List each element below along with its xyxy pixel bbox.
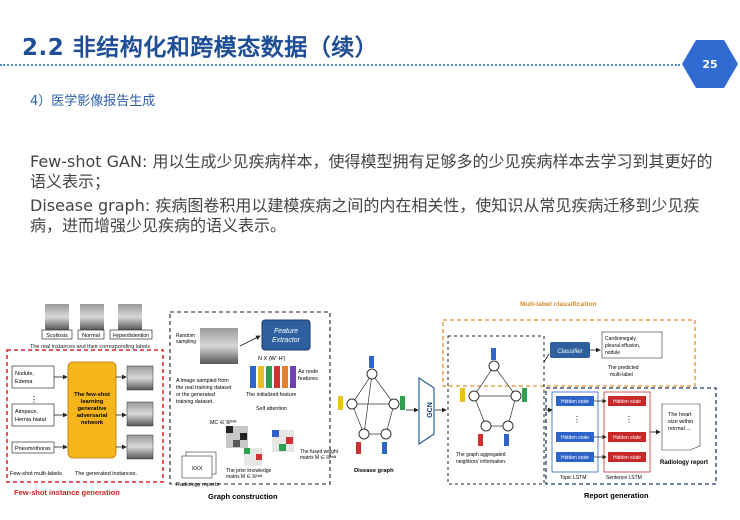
sentence-lstm-label: Sentence LSTM [606, 475, 642, 481]
classes-2: pleural effusion, [605, 343, 640, 349]
label-box-nodule-line2: Edema [15, 379, 33, 385]
gan-text-3: generative [78, 406, 108, 412]
hidden-state-sentence-3-text: Hidden state [613, 455, 641, 461]
feature-extractor-1: Feature [274, 328, 298, 335]
radiology-reports-label: Radiology reports [176, 482, 219, 488]
hidden-state-topic-2-text: Hidden state [561, 435, 589, 441]
section-label-multilabel: Muti-label classification [520, 301, 597, 308]
gcn-label: GCN [427, 402, 434, 418]
hidden-state-topic-3-text: Hidden state [561, 455, 589, 461]
random-sampling-2: sampling [176, 339, 196, 345]
hidden-state-sentence-2-text: Hidden state [613, 435, 641, 441]
mc-label: MC ∈ ℝᴺˣᴺ [210, 420, 237, 426]
slide-title: 2.2 非结构化和跨模态数据（续） [22, 28, 378, 62]
report-text-2: size within [668, 419, 693, 425]
radiology-reports-stack [182, 452, 216, 478]
sampled-image-2: the real training dataset [176, 385, 232, 391]
label-box-airspace-line1: Airspace, [15, 409, 38, 415]
matrix-mc [226, 426, 248, 448]
as-node-features-1: As node [298, 369, 318, 375]
xray-thumbnail [45, 304, 142, 330]
classes-1: Cardiomegaly, [605, 336, 637, 342]
report-text-3: normal ... [668, 426, 691, 432]
as-node-features-2: features [298, 376, 318, 382]
topic-lstm-label: Topic LSTM [560, 475, 586, 481]
aggregated-2: neighbors' information. [456, 459, 506, 465]
gan-text-4: adversarial [77, 413, 108, 419]
sampled-xray [200, 328, 238, 364]
sentence-ellipsis: ⋮ [625, 415, 633, 424]
generated-instances-caption: The generated instances. [75, 471, 138, 477]
title-divider [0, 64, 680, 66]
paragraph-few-shot-gan: Few-shot GAN: 用以生成少见疾病样本，使得模型拥有足够多的少见疾病样… [30, 152, 720, 192]
section-subheading: 4）医学影像报告生成 [30, 90, 155, 109]
label-normal-text: Normal [82, 333, 100, 339]
section-label-graph: Graph construction [208, 492, 278, 501]
feature-extractor-box [262, 320, 310, 350]
classes-3: nodule [605, 350, 620, 356]
few-shot-multi-labels: Few-shot multi-labels [10, 471, 62, 477]
generated-xray-thumbnail [127, 366, 153, 459]
paragraph-disease-graph: Disease graph: 疾病图卷积用以建模疾病之间的内在相关性，使知识从常… [30, 196, 720, 236]
report-text-1: The heart [668, 412, 692, 418]
aggregated-1: The graph aggregated [456, 452, 506, 458]
label-hyperdistention-text: Hyperdistention [113, 333, 149, 339]
label-box-airspace-line2: Hernia hiatal [15, 417, 46, 423]
sampled-image-1: A image sampled from [176, 378, 229, 384]
gan-text-5: network [81, 420, 104, 426]
hidden-state-topic-1-text: Hidden state [561, 399, 589, 405]
disease-graph [338, 356, 405, 454]
prior-knowledge-2: matrix M ∈ ℝᴺˣᴺ [226, 474, 263, 480]
predicted-2: multi-label [610, 372, 633, 378]
page-number-badge: 25 [682, 40, 738, 88]
method-diagram: Scoliosis Normal Hyperdistention The rea… [0, 292, 740, 520]
predicted-1: The predicted [608, 365, 639, 371]
section-label-few-shot: Few-shot instance generation [14, 488, 120, 497]
real-instances-caption: The real instances and their correspondi… [30, 344, 150, 350]
sampled-image-4: training dataset. [176, 399, 214, 405]
ellipsis: ⋮ [30, 395, 38, 404]
gan-text-1: The few-shot [74, 392, 110, 398]
sampled-image-3: or the generated [176, 392, 215, 398]
matrix-prior [244, 448, 262, 466]
self-attention: Self attention [256, 406, 287, 412]
disease-graph-label: Disease graph [354, 468, 394, 474]
classifier-label: Classifier [557, 348, 583, 355]
aggregated-graph [460, 348, 527, 446]
matrix-fused [272, 430, 294, 452]
fused-weight-2: matrix M̂ ∈ ℝᴺˣᴺ [300, 454, 337, 461]
xxx-text: XXX [191, 466, 202, 472]
nxk-label: N X (W'·H') [258, 356, 286, 362]
label-box-nodule-line1: Nodule, [15, 371, 34, 377]
section-label-report: Report generation [584, 491, 649, 500]
label-scoliosis-text: Scoliosis [46, 333, 68, 339]
topic-ellipsis: ⋮ [573, 415, 581, 424]
initialized-feature: The initialized feature [246, 392, 296, 398]
gan-text-2: learning [81, 399, 104, 405]
hidden-state-sentence-1-text: Hidden state [613, 399, 641, 405]
feature-bar [250, 366, 296, 388]
feature-extractor-2: Extractor [272, 337, 301, 344]
radiology-report-label: Radiology report [660, 460, 708, 466]
label-box-pneumothorax-text: Pneumothorax [15, 446, 51, 452]
